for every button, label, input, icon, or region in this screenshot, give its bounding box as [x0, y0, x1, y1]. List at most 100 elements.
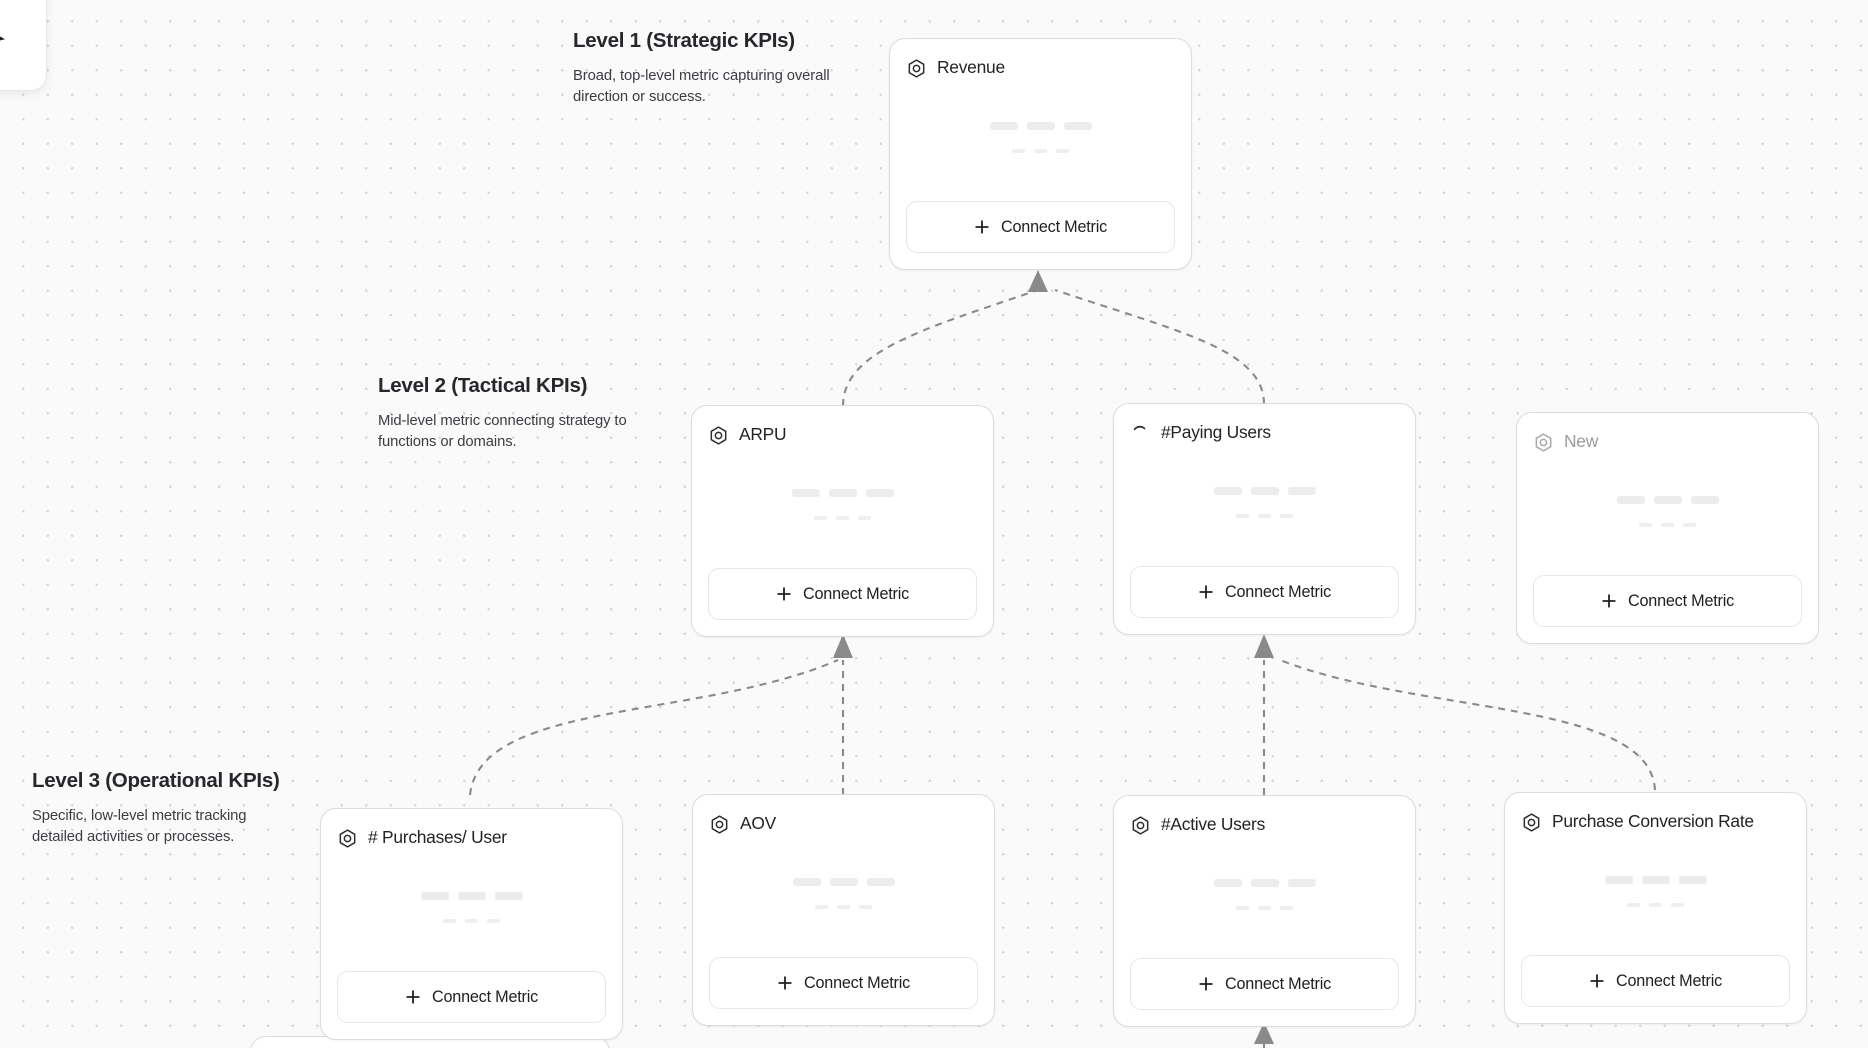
skeleton-row-primary	[791, 488, 894, 497]
skeleton-bar	[1236, 905, 1249, 910]
connect-metric-button[interactable]: Connect Metric	[1521, 955, 1790, 1007]
skeleton-bar	[1034, 148, 1047, 153]
skeleton-bar	[443, 918, 456, 923]
skeleton-bar	[457, 891, 486, 900]
skeleton-bar	[859, 904, 872, 909]
edge-purchases-to-arpu	[468, 659, 839, 796]
connect-metric-label: Connect Metric	[1615, 971, 1723, 990]
level-3-label-group: Level 3 (Operational KPIs) Specific, low…	[32, 768, 300, 848]
skeleton-row-primary	[1213, 486, 1316, 495]
skeleton-bar	[1678, 875, 1707, 884]
skeleton-bar	[1683, 522, 1696, 527]
skeleton-bar	[1280, 513, 1293, 518]
skeleton-bar	[494, 891, 523, 900]
hexagon-target-icon	[908, 58, 925, 78]
card-title: AOV	[740, 813, 776, 834]
card-skeleton-body	[906, 81, 1175, 201]
skeleton-bar	[1287, 878, 1316, 887]
skeleton-row-secondary	[815, 904, 872, 909]
plus-icon	[1590, 974, 1604, 988]
metric-card-paying-users[interactable]: #Paying Users Connect Metric	[1113, 403, 1416, 635]
level-2-description: Mid-level metric connecting strategy to …	[378, 412, 627, 450]
level-1-label-group: Level 1 (Strategic KPIs) Broad, top-leve…	[573, 28, 833, 108]
card-header: # Purchases/ User	[337, 825, 606, 851]
card-header: ARPU	[708, 422, 977, 448]
skeleton-row-primary	[1213, 878, 1316, 887]
skeleton-bar	[420, 891, 449, 900]
floating-corner-panel[interactable]	[0, 0, 47, 91]
plus-icon	[1602, 594, 1616, 608]
skeleton-bar	[1287, 486, 1316, 495]
connect-metric-button[interactable]: Connect Metric	[906, 201, 1175, 253]
card-title: New	[1564, 431, 1599, 452]
skeleton-row-secondary	[814, 515, 871, 520]
skeleton-bar	[1649, 902, 1662, 907]
skeleton-bar	[865, 488, 894, 497]
skeleton-bar	[1012, 148, 1025, 153]
metric-card-revenue[interactable]: Revenue Connect Metric	[889, 38, 1192, 270]
plus-icon	[975, 220, 989, 234]
skeleton-bar	[1250, 486, 1279, 495]
level-3-title: Level 3 (Operational KPIs)	[32, 769, 280, 792]
card-header: #Paying Users	[1130, 420, 1399, 446]
metric-card-purchase-conversion-rate[interactable]: Purchase Conversion Rate Connect Metric	[1504, 792, 1807, 1024]
skeleton-bar	[1616, 495, 1645, 504]
level-3-description: Specific, low-level metric tracking deta…	[32, 807, 247, 845]
skeleton-row-primary	[792, 877, 895, 886]
connect-metric-label: Connect Metric	[1224, 974, 1332, 993]
metric-card-purchases-per-user[interactable]: # Purchases/ User Connect Metric	[320, 808, 623, 1040]
card-skeleton-body	[709, 837, 978, 957]
connect-metric-label: Connect Metric	[1627, 591, 1735, 610]
connect-metric-label: Connect Metric	[802, 584, 910, 603]
hexagon-target-icon	[1535, 432, 1552, 452]
connect-metric-label: Connect Metric	[803, 973, 911, 992]
skeleton-bar	[815, 904, 828, 909]
skeleton-bar	[487, 918, 500, 923]
skeleton-bar	[1026, 121, 1055, 130]
cursor-pointer-icon	[0, 36, 5, 41]
level-2-label-group: Level 2 (Tactical KPIs) Mid-level metric…	[378, 373, 632, 453]
edge-conversion-to-paying-users	[1279, 659, 1657, 791]
connect-metric-button[interactable]: Connect Metric	[1130, 958, 1399, 1010]
skeleton-bar	[1280, 905, 1293, 910]
hexagon-target-icon	[1132, 815, 1149, 835]
card-header: #Active Users	[1130, 812, 1399, 838]
connect-metric-button[interactable]: Connect Metric	[1533, 575, 1802, 627]
metric-card-aov[interactable]: AOV Connect Metric	[692, 794, 995, 1026]
skeleton-bar	[1641, 875, 1670, 884]
skeleton-bar	[989, 121, 1018, 130]
skeleton-row-secondary	[443, 918, 500, 923]
hexagon-target-icon	[1523, 812, 1540, 832]
connect-metric-button[interactable]: Connect Metric	[337, 971, 606, 1023]
skeleton-bar	[1690, 495, 1719, 504]
card-header: New	[1533, 429, 1802, 455]
skeleton-bar	[1671, 902, 1684, 907]
skeleton-row-secondary	[1627, 902, 1684, 907]
skeleton-bar	[1639, 522, 1652, 527]
card-skeleton-body	[1130, 838, 1399, 958]
card-skeleton-body	[337, 851, 606, 971]
skeleton-bar	[1250, 878, 1279, 887]
skeleton-bar	[465, 918, 478, 923]
metric-card-arpu[interactable]: ARPU Connect Metric	[691, 405, 994, 637]
metric-card-active-users[interactable]: #Active Users Connect Metric	[1113, 795, 1416, 1027]
connect-metric-button[interactable]: Connect Metric	[709, 957, 978, 1009]
card-title: ARPU	[739, 424, 787, 445]
card-header: Revenue	[906, 55, 1175, 81]
skeleton-row-primary	[1616, 495, 1719, 504]
connect-metric-button[interactable]: Connect Metric	[1130, 566, 1399, 618]
skeleton-bar	[1213, 878, 1242, 887]
skeleton-bar	[828, 488, 857, 497]
metric-card-new[interactable]: New Connect Metric	[1516, 412, 1819, 644]
level-1-description: Broad, top-level metric capturing overal…	[573, 67, 830, 105]
skeleton-bar	[829, 877, 858, 886]
skeleton-row-secondary	[1236, 905, 1293, 910]
connect-metric-label: Connect Metric	[431, 987, 539, 1006]
skeleton-row-primary	[1604, 875, 1707, 884]
card-title: #Active Users	[1161, 814, 1266, 835]
connect-metric-button[interactable]: Connect Metric	[708, 568, 977, 620]
arrow-head-revenue	[1028, 270, 1048, 292]
card-title: #Paying Users	[1161, 422, 1271, 443]
plus-icon	[1199, 585, 1213, 599]
